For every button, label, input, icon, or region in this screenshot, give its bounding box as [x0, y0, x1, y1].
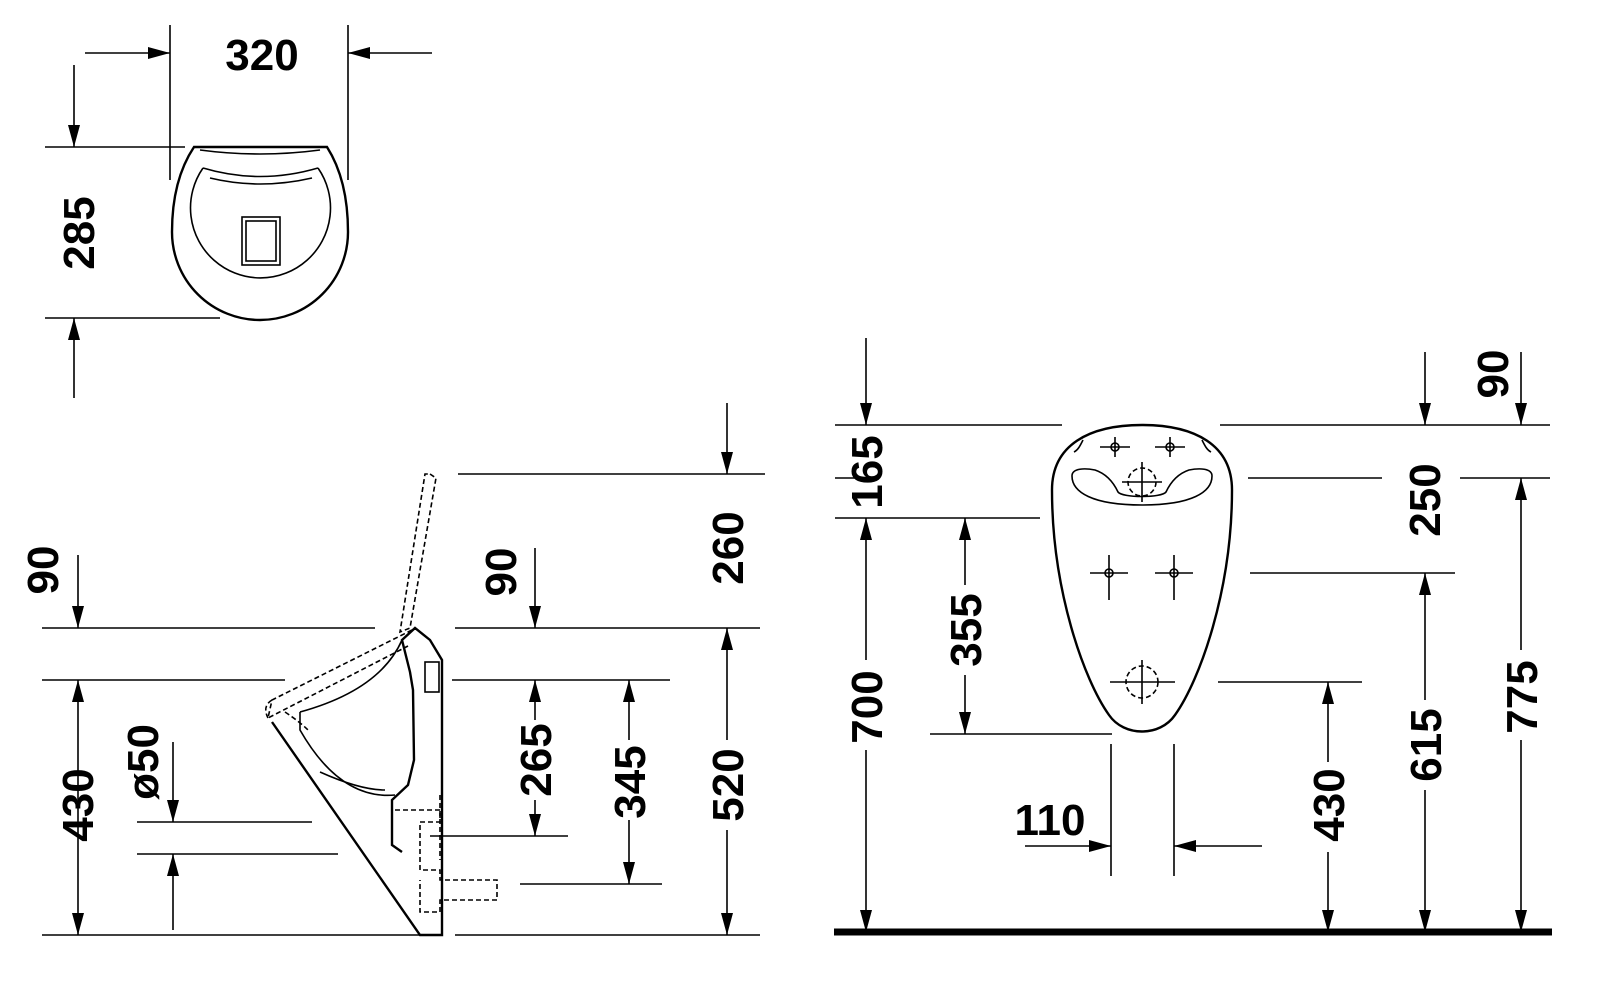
- front-fixing-height-label: 615: [1402, 708, 1451, 781]
- side-lid-height-label: 260: [704, 511, 753, 584]
- front-waste-height-label: 430: [1305, 768, 1354, 841]
- middle-fixing-holes: [1090, 555, 1193, 600]
- side-outlet-diameter-label: ø50: [119, 724, 168, 800]
- front-view: 165 700 355 110 90 250 430: [834, 338, 1552, 936]
- front-overall-height-label: 775: [1498, 660, 1547, 733]
- top-fixing-holes: [1100, 437, 1185, 457]
- side-view: 90 430 ø50 90 265 345 260: [19, 403, 765, 937]
- side-offset-left-label: 90: [19, 546, 68, 595]
- front-top-to-rim-label: 90: [1469, 350, 1518, 399]
- side-waste-to-rim-label: 345: [606, 745, 655, 818]
- front-top-to-holes-label: 165: [843, 435, 892, 508]
- front-holes-to-bottom-label: 355: [942, 593, 991, 666]
- side-inlet-height-label: 430: [54, 768, 103, 841]
- front-rim-to-fixing-label: 250: [1401, 463, 1450, 536]
- top-depth-label: 285: [55, 196, 104, 269]
- top-view: 320 285: [45, 25, 432, 398]
- side-outlet-to-rim-label: 265: [512, 723, 561, 796]
- front-mount-height-label: 700: [843, 670, 892, 743]
- side-offset-mid-label: 90: [477, 548, 526, 597]
- side-rim-height-label: 520: [704, 748, 753, 821]
- top-width-label: 320: [225, 31, 298, 80]
- front-outlet-width-label: 110: [1015, 796, 1086, 845]
